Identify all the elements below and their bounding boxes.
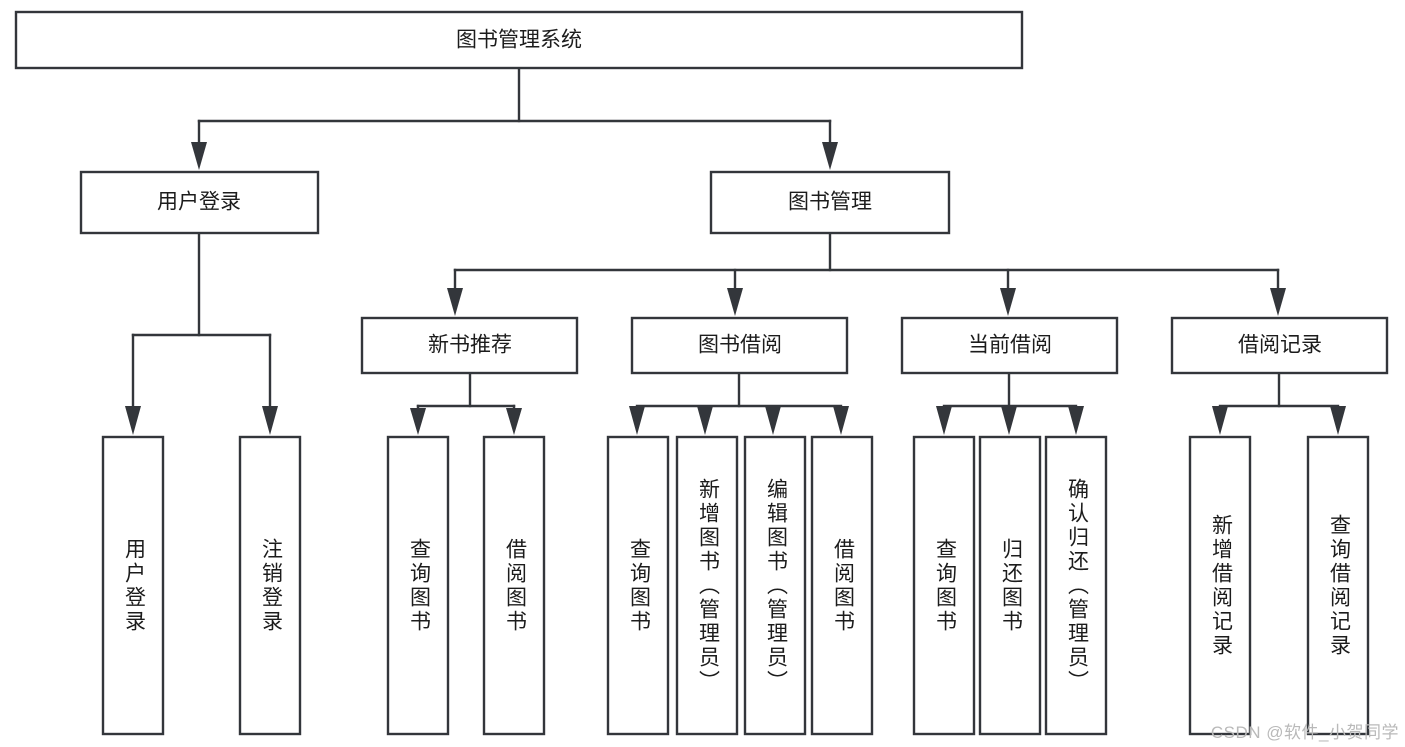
arrow-br-to-add-record (1212, 406, 1228, 435)
arrow-bm-to-book-borrow (727, 288, 743, 316)
leaf-box-add-book[interactable] (675, 435, 739, 736)
node-user-login[interactable]: 用户登录 (79, 170, 320, 235)
node-current-borrow-label: 当前借阅 (968, 334, 1052, 357)
node-current-borrow-box[interactable] (900, 316, 1119, 375)
watermark-text: CSDN @软件_小贺同学 (1210, 723, 1399, 742)
node-borrow-record[interactable]: 借阅记录 (1170, 316, 1389, 375)
edge-group-borrow-record (1212, 371, 1346, 435)
node-new-book-recommend[interactable]: 新书推荐 (360, 316, 579, 375)
node-borrow-record-label: 借阅记录 (1238, 334, 1322, 357)
leaf-box-user-login[interactable] (101, 435, 165, 736)
node-new-book-recommend-label: 新书推荐 (428, 334, 512, 357)
arrow-bb-to-query-book (629, 406, 645, 435)
node-user-login-box[interactable] (79, 170, 320, 235)
arrow-bm-to-borrow-record (1270, 288, 1286, 316)
node-book-borrow-label: 图书借阅 (698, 334, 782, 357)
leaf-box-query-book-2[interactable] (606, 435, 670, 736)
leaf-box-edit-book[interactable] (743, 435, 807, 736)
node-root[interactable]: 图书管理系统 (14, 10, 1024, 70)
arrow-root-to-book-manage (822, 142, 838, 170)
edge-group-new-book-recommend (410, 371, 522, 435)
arrow-cb-to-return-book (1001, 406, 1017, 435)
arrow-bb-to-borrow-book (833, 406, 849, 435)
node-book-borrow-box[interactable] (630, 316, 849, 375)
arrow-user-login-to-leaf1 (125, 406, 141, 435)
node-book-borrow[interactable]: 图书借阅 (630, 316, 849, 375)
leaf-box-query-book-1[interactable] (386, 435, 450, 736)
arrow-root-to-user-login (191, 142, 207, 170)
node-user-login-label: 用户登录 (157, 191, 241, 214)
edge-group-book-borrow (629, 371, 849, 435)
node-root-box[interactable] (14, 10, 1024, 70)
edge-group-user-login (125, 231, 278, 435)
leaf-box-add-record[interactable] (1188, 435, 1252, 736)
arrow-nbr-to-borrow-book (506, 408, 522, 435)
arrow-bm-to-new-book-recommend (447, 288, 463, 316)
node-root-label: 图书管理系统 (456, 29, 582, 52)
leaf-box-query-record[interactable] (1306, 435, 1370, 736)
leaf-box-user-logout[interactable] (238, 435, 302, 736)
arrow-nbr-to-query-book (410, 408, 426, 435)
edge-group-current-borrow (936, 371, 1084, 435)
arrow-cb-to-confirm-return (1068, 406, 1084, 435)
arrow-bm-to-current-borrow (1000, 288, 1016, 316)
edge-group-root (191, 66, 838, 170)
node-current-borrow[interactable]: 当前借阅 (900, 316, 1119, 375)
arrow-bb-to-add-book (697, 406, 713, 435)
leaf-boxes (101, 435, 1370, 736)
leaf-box-return-book[interactable] (978, 435, 1042, 736)
arrow-cb-to-query-book (936, 406, 952, 435)
leaf-box-query-book-3[interactable] (912, 435, 976, 736)
node-book-manage-label: 图书管理 (788, 191, 872, 214)
node-borrow-record-box[interactable] (1170, 316, 1389, 375)
node-book-manage-box[interactable] (709, 170, 951, 235)
arrow-br-to-query-record (1330, 406, 1346, 435)
leaf-box-borrow-book-2[interactable] (810, 435, 874, 736)
arrow-bb-to-edit-book (765, 406, 781, 435)
leaf-box-borrow-book-1[interactable] (482, 435, 546, 736)
edge-group-book-manage (447, 231, 1286, 316)
node-book-manage[interactable]: 图书管理 (709, 170, 951, 235)
node-new-book-recommend-box[interactable] (360, 316, 579, 375)
leaf-box-confirm-return[interactable] (1044, 435, 1108, 736)
arrow-user-login-to-leaf2 (262, 406, 278, 435)
